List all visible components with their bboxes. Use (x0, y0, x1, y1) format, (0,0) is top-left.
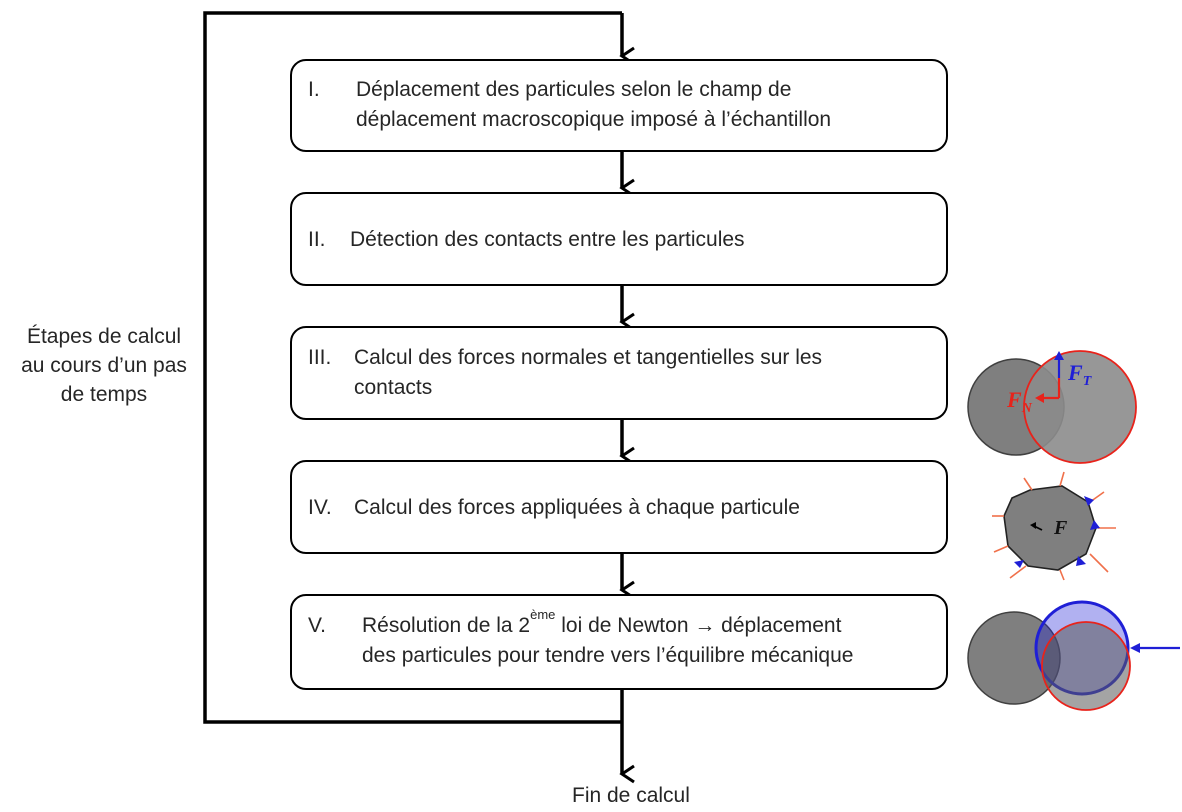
step-4-text-line-1: Calcul des forces appliquées à chaque pa… (354, 496, 800, 519)
loop-back-line (203, 11, 622, 724)
step-1-numeral: I. (308, 78, 320, 101)
step-box-3: III. Calcul des forces normales et tange… (290, 326, 948, 420)
tangential-arrowheads (1014, 496, 1100, 568)
step-box-2: II. Détection des contacts entre les par… (290, 192, 948, 286)
displacement-illustration (967, 600, 1180, 711)
step-3-text-line-2: contacts (354, 376, 433, 399)
side-label-line-1: Étapes de calcul (26, 325, 182, 348)
step-box-1: I. Déplacement des particules selon le c… (290, 59, 948, 152)
side-label-line-3: de temps (60, 383, 148, 406)
step-box-4: IV. Calcul des forces appliquées à chaqu… (290, 460, 948, 554)
particle-right (1023, 350, 1137, 464)
step-5-text-sup: ème (530, 607, 556, 622)
step-1-text-line-2: déplacement macroscopique imposé à l’éch… (356, 108, 832, 131)
resultant-force-illustration: F (992, 471, 1116, 581)
ft-label: FT (1067, 360, 1093, 389)
fn-label: FN (1006, 387, 1033, 416)
step-2-text-line-1: Détection des contacts entre les particu… (350, 228, 745, 251)
contact-forces-illustration: FN FT (967, 350, 1137, 464)
step-box-5: V. Résolution de la 2ème loi de Newton →… (290, 594, 948, 690)
step-5-numeral: V. (308, 614, 326, 637)
step-5-text-line-2: des particules pour tendre vers l’équili… (362, 644, 854, 667)
step-3-numeral: III. (308, 346, 332, 369)
tangential-arrowhead (1054, 351, 1064, 360)
polygonal-particle (1003, 485, 1097, 571)
step-5-text-post: loi de Newton → déplacement (555, 614, 842, 637)
step-3-text-line-1: Calcul des forces normales et tangentiel… (354, 346, 823, 369)
end-label: Fin de calcul (572, 784, 690, 807)
step-5-text-pre: Résolution de la 2 (362, 614, 531, 637)
step-1-text-line-1: Déplacement des particules selon le cham… (356, 78, 792, 101)
step-2-numeral: II. (308, 228, 326, 251)
step-4-numeral: IV. (308, 496, 332, 519)
push-arrowhead (1130, 643, 1140, 653)
particle-old-position (1041, 621, 1131, 711)
normal-arrowhead (1035, 393, 1044, 403)
side-label-line-2: au cours d’un pas (21, 354, 187, 377)
f-label: F (1053, 517, 1068, 539)
step-5-text-line-1: Résolution de la 2ème loi de Newton → dé… (362, 608, 842, 640)
side-label: Étapes de calcul au cours d’un pas de te… (6, 322, 202, 409)
